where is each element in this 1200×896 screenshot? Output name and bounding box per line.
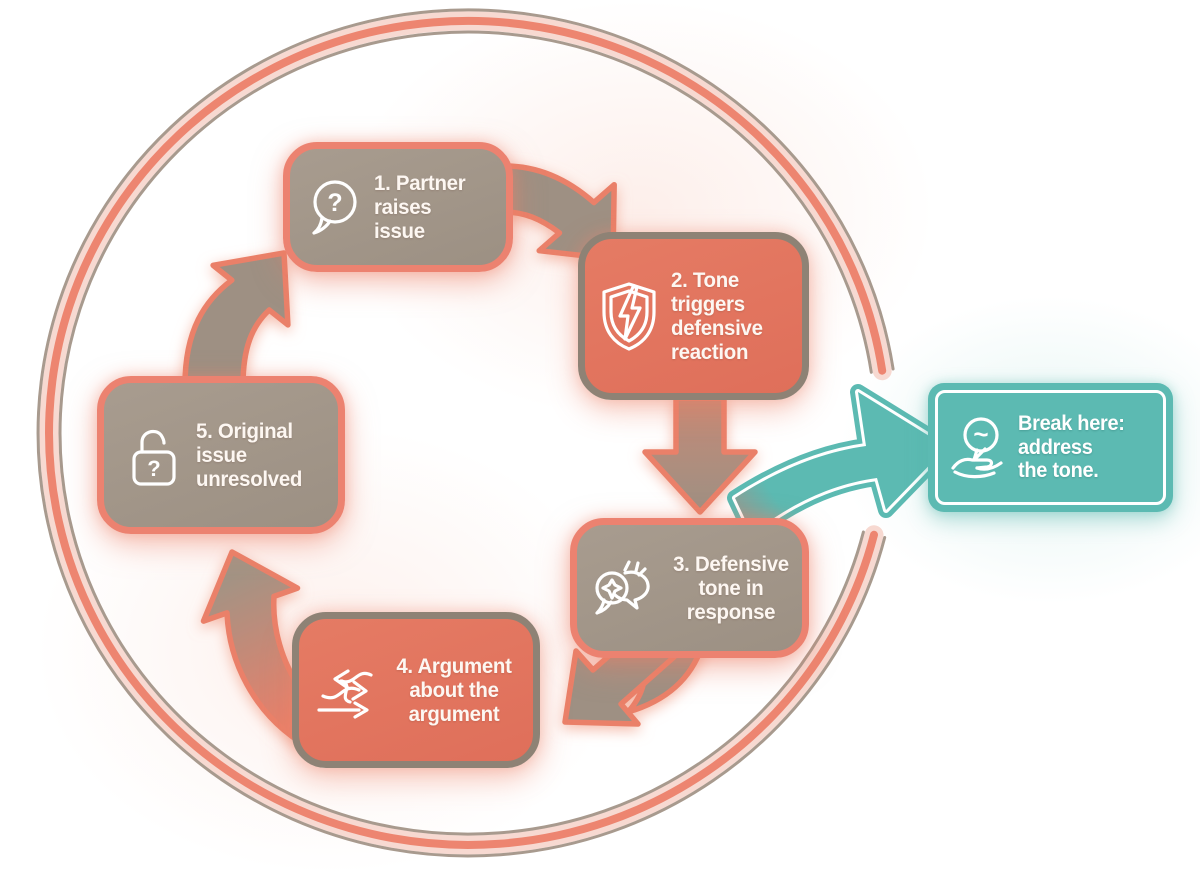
open-padlock-icon: ? (132, 429, 176, 486)
step-box-3: 3. Defensive tone in response (570, 518, 809, 658)
arrow-step2-to-step3 (642, 395, 758, 515)
step-label-3: 3. Defensive tone in response (673, 551, 789, 625)
step-label-1: 1. Partner raises issue (374, 170, 466, 244)
question-glyph: ? (147, 456, 160, 481)
question-bubble-icon: ? (312, 180, 357, 235)
step-box-2: 2. Tone triggers defensive reaction (578, 232, 809, 400)
breakout-label: Break here: address the tone. (1018, 412, 1125, 483)
hand-holding-bubble-icon: ~ (951, 416, 1003, 478)
step-label-4: 4. Argument about the argument (396, 653, 512, 727)
arrow-step5-to-step1 (182, 250, 291, 388)
cycle-ring (36, 8, 895, 858)
step-label-5: 5. Original issue unresolved (196, 418, 303, 492)
ring-outer-edge (36, 8, 895, 858)
step-box-5: ? 5. Original issue unresolved (97, 376, 345, 534)
tangled-arrows-icon (317, 669, 373, 719)
step-label-2: 2. Tone triggers defensive reaction (671, 267, 763, 365)
step-box-1: ? 1. Partner raises issue (283, 142, 513, 272)
angry-chat-icon (595, 560, 650, 615)
arrow-step4-to-step5 (200, 549, 303, 745)
ring-inner-edge (58, 30, 873, 836)
tilde-glyph: ~ (973, 419, 988, 449)
step-box-4: 4. Argument about the argument (292, 612, 540, 768)
question-glyph: ? (327, 189, 342, 217)
arrow-step1-to-step2 (502, 163, 617, 262)
ring-stripe (45, 16, 887, 849)
breakout-arrow (727, 384, 955, 542)
breakout-box-inner: ~ Break here: address the tone. (935, 390, 1166, 505)
shield-lightning-icon (602, 282, 656, 351)
breakout-box: ~ Break here: address the tone. (928, 383, 1173, 512)
